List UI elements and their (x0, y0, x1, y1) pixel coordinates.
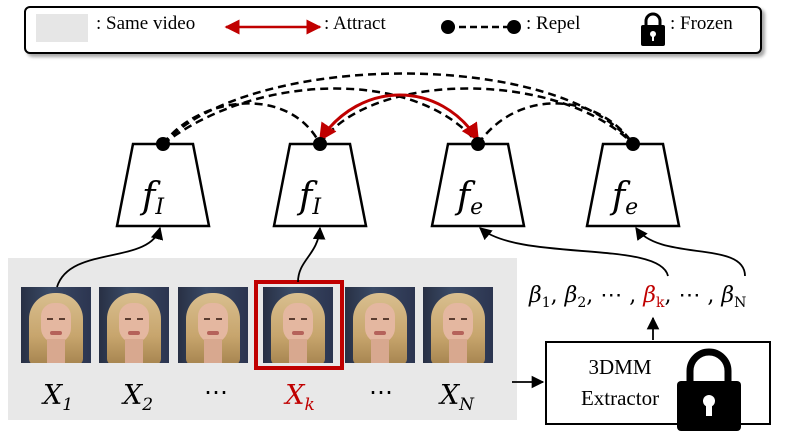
selected-frame-highlight (254, 280, 344, 370)
frozen-lock-icon (677, 348, 741, 431)
encoder-node-1 (156, 137, 170, 151)
encoder-node-2 (313, 137, 327, 151)
frame-label-1: X1 (41, 380, 73, 415)
frame-label-5: ⋯ (369, 378, 393, 406)
encoder-fI-2 (272, 142, 368, 228)
extractor-line2: Extractor (580, 386, 660, 410)
legend-same-video-label: : Same video (96, 13, 196, 34)
video-frame-5 (345, 287, 415, 363)
encoder-fe-2 (585, 142, 681, 228)
encoder-fe-1 (430, 142, 526, 228)
encoder-node-3 (471, 137, 485, 151)
legend-box (24, 6, 762, 54)
same-video-swatch (36, 14, 88, 42)
legend-attract-label: : Attract (324, 13, 386, 34)
frame-label-k: Xk (283, 380, 315, 415)
encoder-fI-1 (115, 142, 211, 228)
video-frame-k (263, 287, 333, 363)
legend-repel-label: : Repel (526, 13, 581, 34)
legend-repel-icon (441, 20, 521, 34)
video-frame-2 (99, 287, 169, 363)
frame-label-N: XN (438, 380, 475, 415)
arrow-betaN-to-fe (635, 226, 746, 277)
repel-curves (162, 72, 635, 145)
legend-lock-icon (641, 12, 665, 46)
video-frame-6 (423, 287, 493, 363)
beta-sequence: β1, β2, ⋯ , βk, ⋯ , βN (528, 283, 746, 311)
arrow-betak-to-fe (479, 227, 669, 277)
arrow-framek-to-fI (297, 226, 326, 283)
frame-label-3: ⋯ (204, 378, 228, 406)
video-frame-1 (21, 287, 91, 363)
frame-label-2: X2 (121, 380, 153, 415)
extractor-line1: 3DMM (588, 355, 652, 379)
video-frame-3 (178, 287, 248, 363)
attract-curve (318, 93, 480, 142)
encoder-node-4 (626, 137, 640, 151)
legend-frozen-label: : Frozen (670, 13, 733, 34)
arrow-frame1-to-fI (56, 226, 164, 288)
